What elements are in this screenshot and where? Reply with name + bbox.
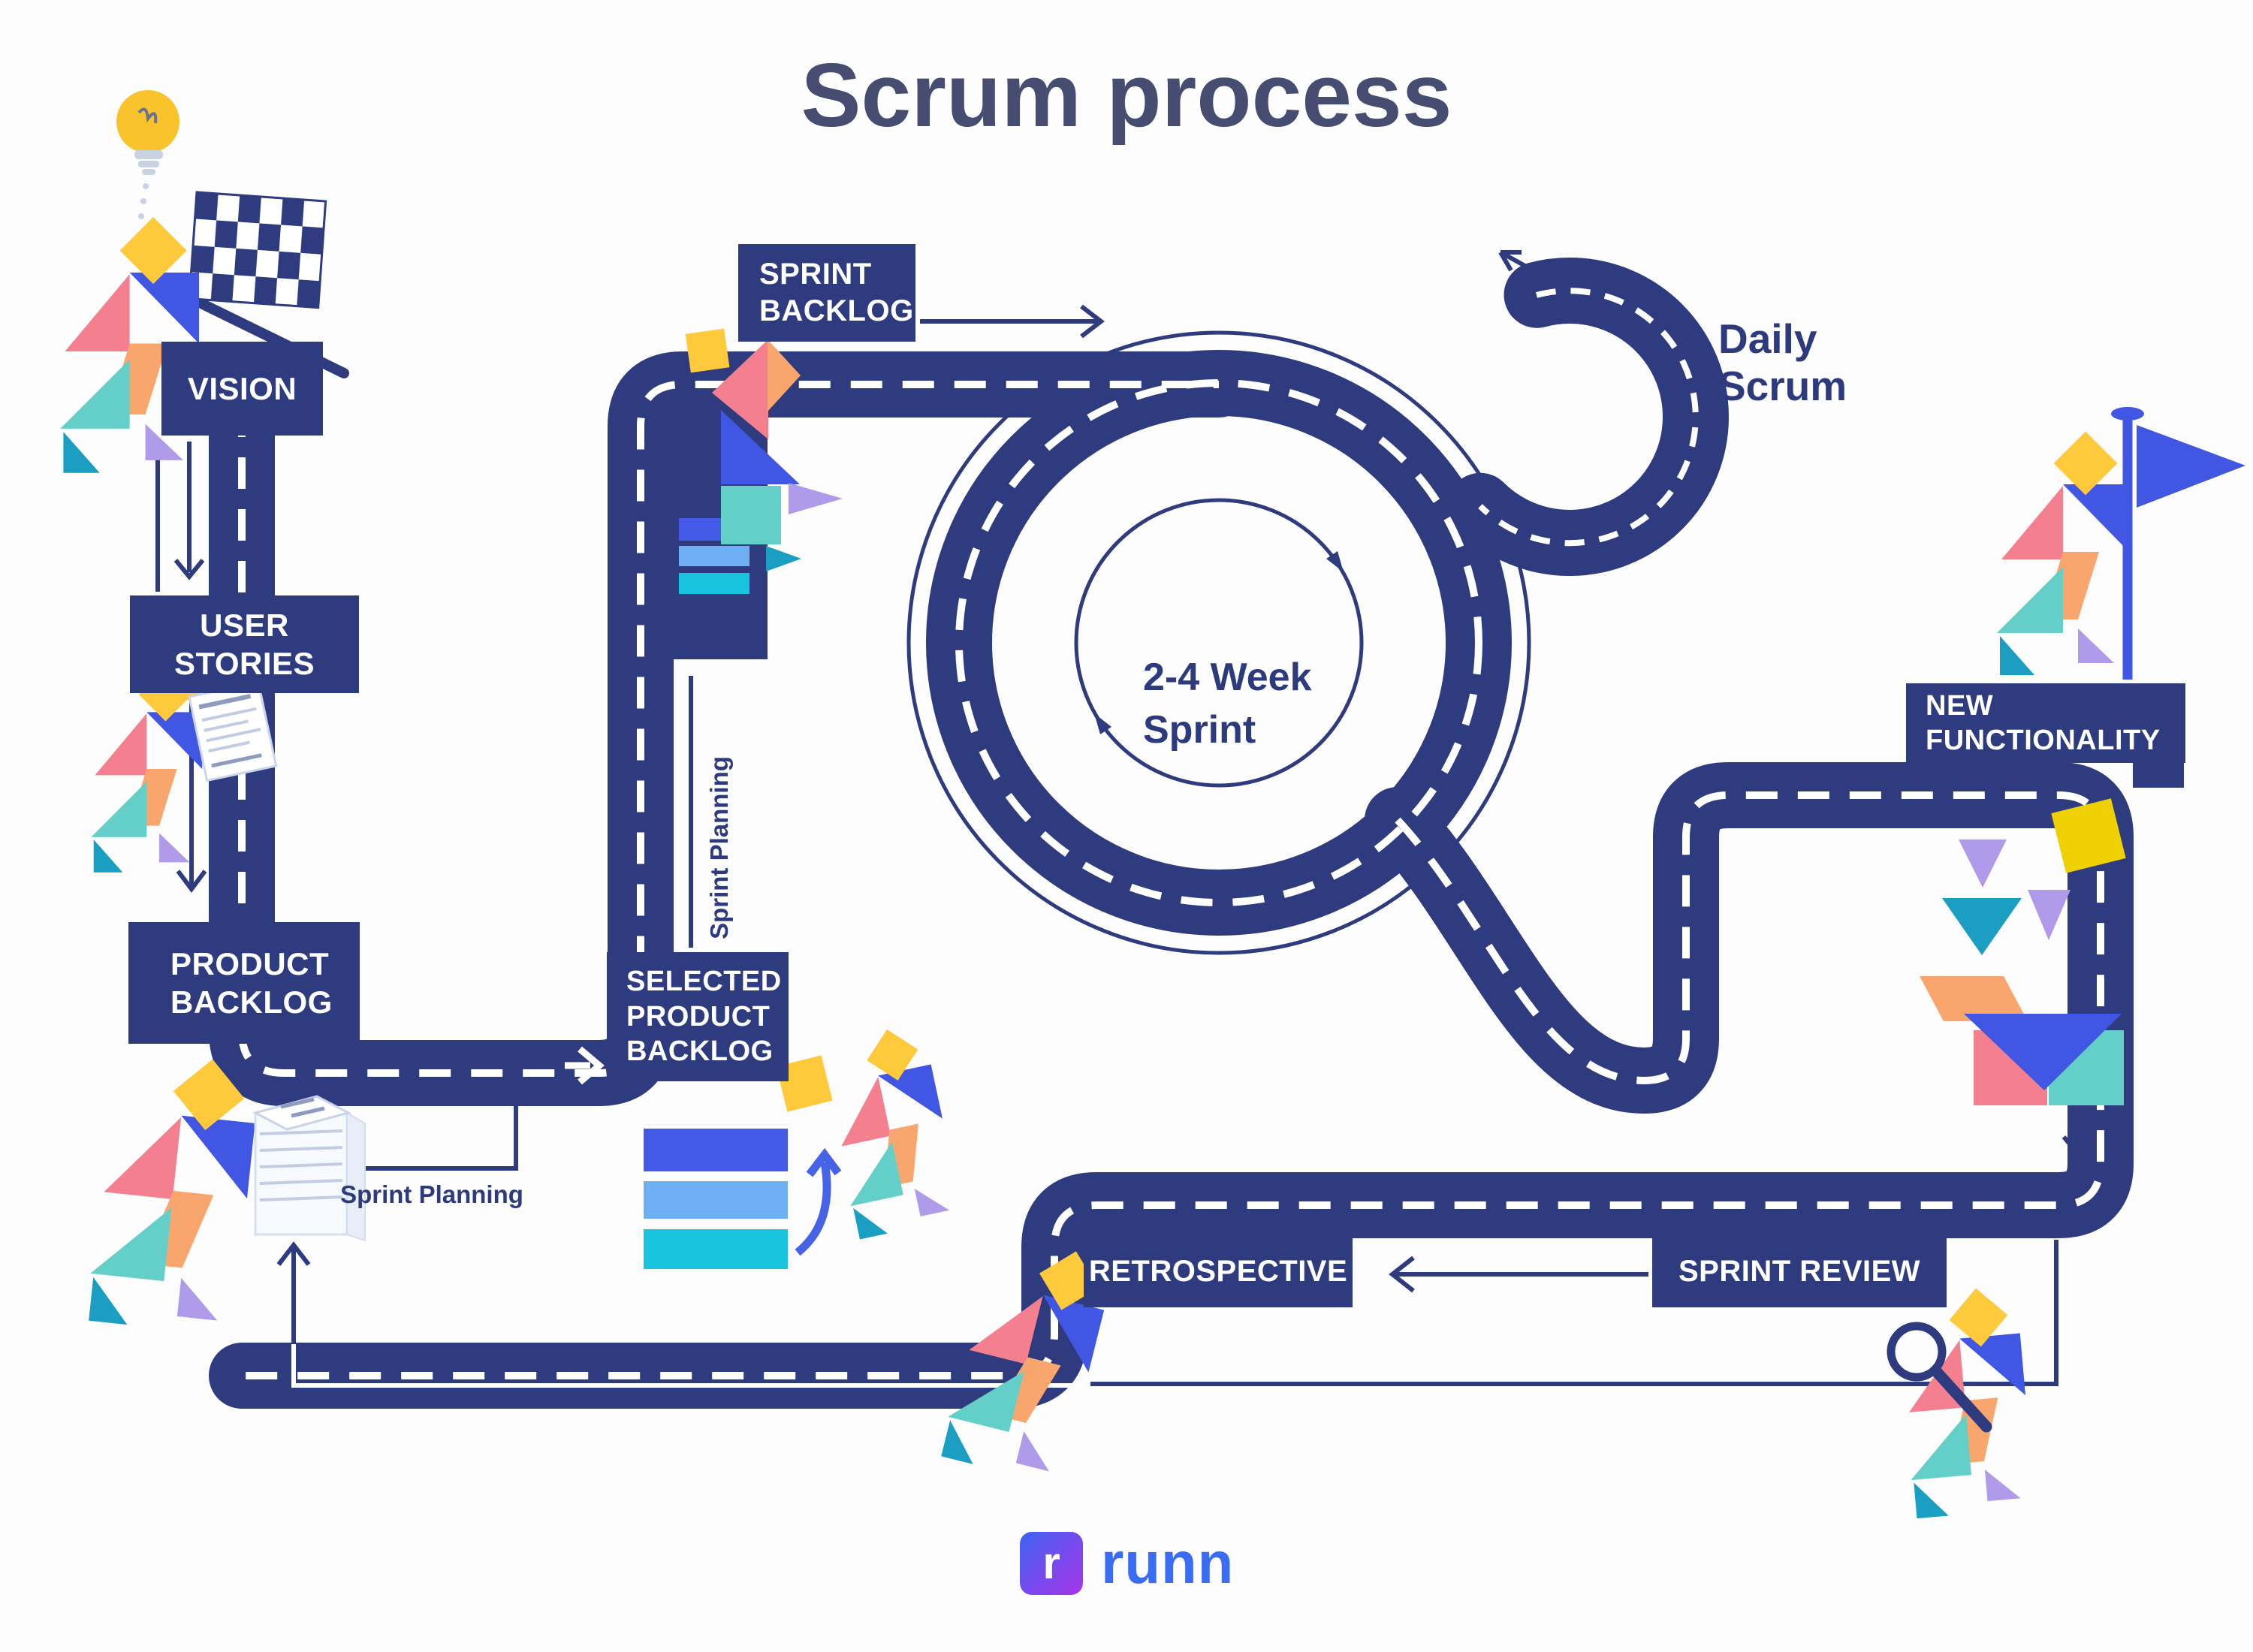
tangram-person-icon (816, 1021, 964, 1241)
tangram-person-icon (85, 1048, 261, 1336)
sprint-cycle-circle (1074, 498, 1364, 788)
flow-arrows (155, 250, 2096, 1386)
magnifier-icon (1887, 1322, 1992, 1433)
sprint-duration-label: 2-4 Week Sprint (1143, 656, 1312, 752)
sticky-note-icon (2028, 798, 2126, 940)
backlog-bars (644, 1129, 842, 1269)
daily-scrum-label: Daily Scrum (1718, 315, 1847, 409)
runn-logo-wordmark: runn (1101, 1530, 1235, 1596)
tangram-bird-icon (685, 328, 843, 571)
tangram-person-icon (1997, 431, 2129, 675)
node-sprint-review: SPRINT REVIEW (1652, 1235, 1947, 1307)
sprint-planning-link (344, 1045, 518, 1171)
sprint-loop-outline (906, 330, 1531, 955)
flag-icon (2111, 407, 2245, 680)
page-title: Scrum process (801, 45, 1452, 146)
node-user-stories: USER STORIES (130, 595, 359, 693)
node-new-functionality: NEW FUNCTIONALITY (1906, 683, 2185, 763)
reorder-arrow (795, 1162, 831, 1256)
node-selected-product-backlog: SELECTED PRODUCT BACKLOG (607, 952, 789, 1081)
node-sprint-backlog: SPRINT BACKLOG (738, 244, 915, 342)
runn-logo: r runn (1020, 1529, 1234, 1597)
retro-return-line (1090, 1240, 2058, 1386)
node-product-backlog: PRODUCT BACKLOG (128, 922, 360, 1044)
sprint-planning-label-vertical: Sprint Planning (705, 756, 733, 939)
tangram-kite-icon (1920, 840, 2124, 1105)
sprint-planning-label: Sprint Planning (340, 1180, 523, 1208)
runn-logo-mark-icon: r (1020, 1531, 1083, 1595)
road-step-patch (2133, 762, 2184, 788)
node-retrospective: RETROSPECTIVE (1084, 1235, 1353, 1307)
sticky-note-icon (776, 1055, 833, 1112)
lightbulb-icon (116, 90, 179, 219)
paper-stack-icon (252, 1095, 366, 1242)
node-vision: VISION (161, 342, 323, 436)
